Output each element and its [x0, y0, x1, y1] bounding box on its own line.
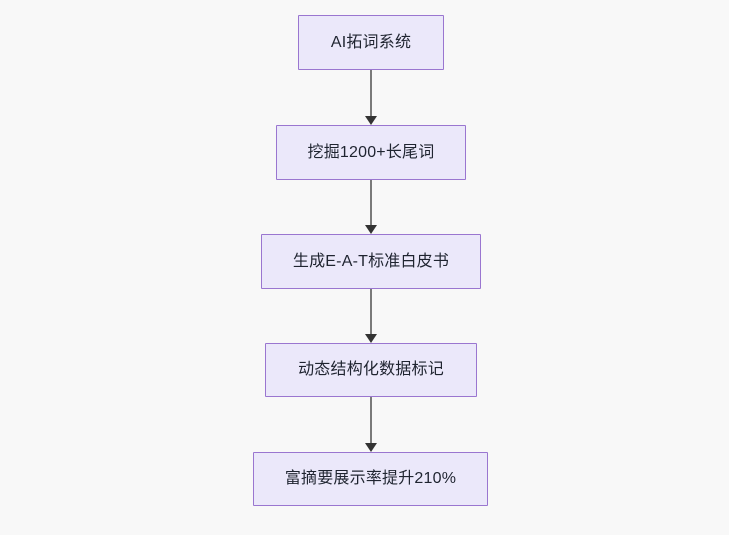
flow-edge-n4-n5 — [360, 397, 382, 452]
flow-node-generate-eat-whitepaper[interactable]: 生成E-A-T标准白皮书 — [261, 234, 481, 289]
arrow-head-icon — [365, 225, 377, 234]
flow-edge-n3-n4 — [360, 289, 382, 343]
flow-edge-line — [370, 289, 372, 334]
flow-edge-n2-n3 — [360, 180, 382, 234]
flow-node-label: 生成E-A-T标准白皮书 — [292, 252, 450, 270]
flow-edge-line — [370, 397, 372, 443]
flow-node-label: 动态结构化数据标记 — [298, 361, 444, 379]
flow-edge-line — [370, 70, 372, 116]
flow-node-label: AI拓词系统 — [330, 33, 412, 51]
arrow-head-icon — [365, 443, 377, 452]
flow-node-dynamic-structured-data-markup[interactable]: 动态结构化数据标记 — [265, 343, 477, 397]
arrow-head-icon — [365, 334, 377, 343]
flow-node-label: 挖掘1200+长尾词 — [307, 143, 435, 161]
flow-edge-n1-n2 — [360, 70, 382, 125]
arrow-head-icon — [365, 116, 377, 125]
flow-node-rich-snippet-impression-lift[interactable]: 富摘要展示率提升210% — [253, 452, 488, 506]
flow-node-ai-keyword-system[interactable]: AI拓词系统 — [298, 15, 444, 70]
flow-node-mine-longtail-keywords[interactable]: 挖掘1200+长尾词 — [276, 125, 466, 180]
flow-node-label: 富摘要展示率提升210% — [284, 470, 457, 488]
flow-edge-line — [370, 180, 372, 225]
